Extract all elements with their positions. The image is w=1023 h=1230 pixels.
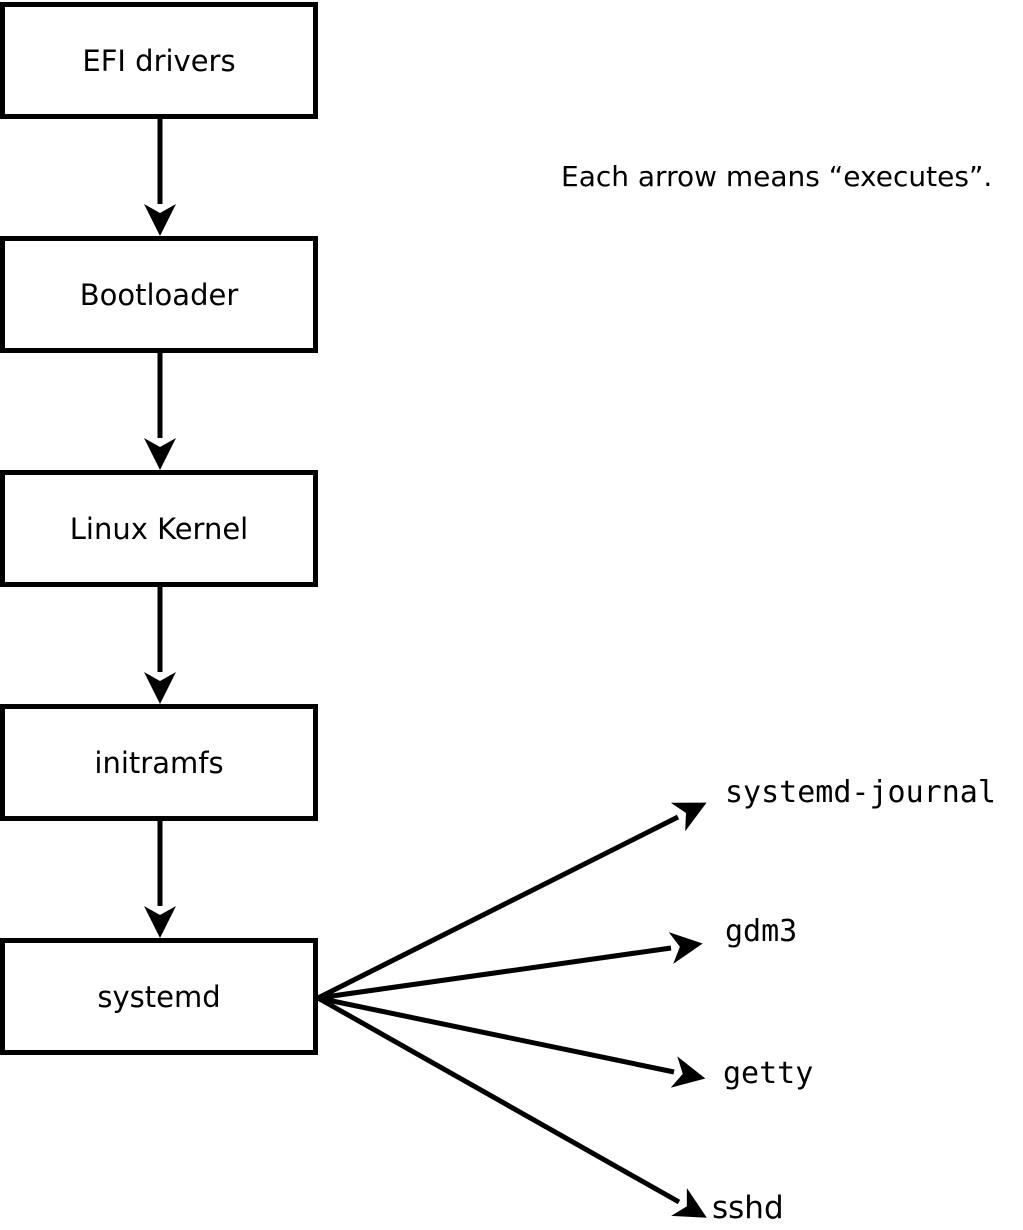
legend-note: Each arrow means “executes”.	[561, 160, 993, 193]
node-efi-drivers: EFI drivers	[0, 2, 318, 119]
spawned-label-gdm3: gdm3	[725, 914, 798, 949]
node-bootloader: Bootloader	[0, 236, 318, 353]
node-linux-kernel-label: Linux Kernel	[69, 511, 249, 546]
arrow-systemd-to-journal	[316, 802, 707, 1001]
node-bootloader-label: Bootloader	[79, 277, 239, 312]
arrow-systemd-to-gdm3	[317, 932, 703, 1001]
node-systemd-label: systemd	[97, 979, 221, 1014]
arrow-systemd-to-sshd	[316, 995, 707, 1218]
spawned-label-systemd-journal: systemd-journal	[725, 775, 996, 810]
spawned-label-sshd: sshd	[712, 1190, 784, 1226]
spawned-label-getty: getty	[723, 1056, 814, 1091]
arrow-systemd-to-getty	[317, 995, 706, 1088]
node-linux-kernel: Linux Kernel	[0, 470, 318, 587]
node-initramfs: initramfs	[0, 704, 318, 821]
node-systemd: systemd	[0, 938, 318, 1055]
node-efi-drivers-label: EFI drivers	[82, 43, 236, 78]
node-initramfs-label: initramfs	[94, 745, 224, 780]
